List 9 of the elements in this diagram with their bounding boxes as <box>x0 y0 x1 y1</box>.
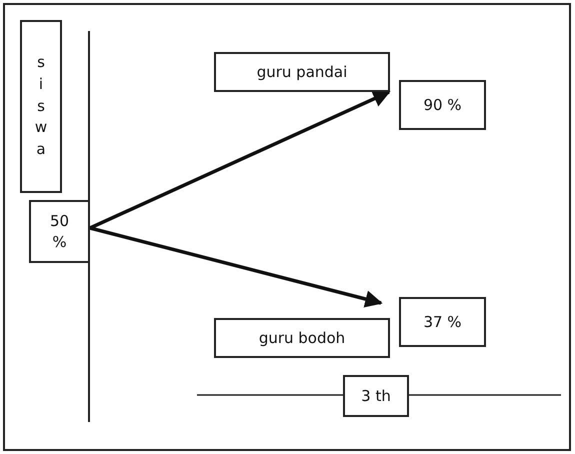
text-box: 37 % <box>399 297 486 347</box>
text-box: guru bodoh <box>214 318 390 358</box>
text-box: 3 th <box>343 375 409 417</box>
text-box: s i s w a <box>20 20 62 193</box>
text-box: 90 % <box>399 80 486 130</box>
arrow <box>90 226 383 308</box>
text-box: 50 % <box>29 200 90 263</box>
text-box: guru pandai <box>214 52 390 92</box>
arrow <box>89 90 391 230</box>
